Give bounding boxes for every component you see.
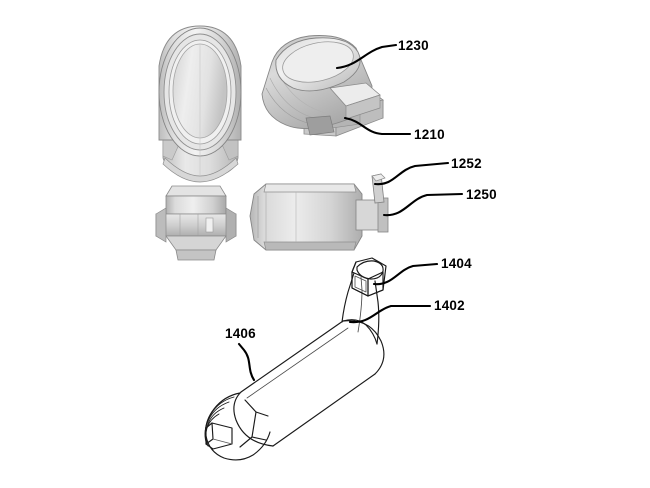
endcap-nipple-inner (212, 438, 233, 445)
part-mid-block (249, 173, 389, 251)
endcap-thread-ring-2 (204, 401, 230, 443)
connector-head-left-chamfer (351, 261, 357, 273)
neck-shaft-right-edge (374, 280, 380, 345)
leader-line-1402 (348, 304, 432, 324)
canister-upper-edge (240, 320, 344, 393)
endcap-facet-upper (239, 399, 257, 448)
connector-head-face-inner (354, 275, 367, 293)
ref-label-1406: 1406 (225, 326, 256, 341)
leader-line-1250 (382, 192, 464, 217)
fitting-lower-taper (165, 235, 227, 251)
leader-line-1210 (343, 116, 412, 136)
leader-line-1252 (373, 161, 450, 186)
fitting-flange (155, 213, 237, 237)
ref-label-1404: 1404 (441, 256, 472, 271)
leader-line-1404 (372, 262, 439, 286)
fitting-flange-key-slot (205, 217, 214, 233)
mid-block-bottom-rib (263, 241, 357, 251)
ref-label-1210: 1210 (414, 127, 445, 142)
fitting-flange-chamfer-left (155, 207, 167, 243)
endcap-collar-outer (205, 392, 271, 461)
housing-lower-tab (305, 115, 335, 136)
part-oval-shell-front-view (158, 25, 242, 183)
canister-near-end-ellipse (233, 391, 274, 447)
fitting-nose (175, 249, 217, 261)
mid-block-tab-flange-top (371, 173, 386, 182)
housing-right-pad-side (345, 94, 381, 120)
part-upper-perspective-housing (261, 35, 384, 137)
leader-line-1406 (237, 342, 256, 382)
part-lower-left-fitting (155, 185, 237, 261)
ref-label-1250: 1250 (466, 187, 497, 202)
mid-block-top-rib (263, 183, 357, 193)
endcap-facet-side (255, 411, 269, 417)
ref-label-1252: 1252 (451, 156, 482, 171)
fitting-upper-body (165, 195, 227, 215)
housing-top-dome-inner (282, 41, 354, 83)
leader-lines (237, 43, 464, 382)
leader-line-1230 (335, 43, 398, 70)
ref-label-1402: 1402 (434, 298, 465, 313)
canister-lower-edge (272, 373, 376, 447)
oval-shell-base-lower-lip (162, 157, 239, 183)
neck-shoulder-blend (342, 319, 378, 345)
fitting-flange-chamfer-right (225, 207, 237, 243)
canister-seam-line (246, 327, 349, 399)
mid-block-body (249, 183, 363, 251)
part-lower-assembly (204, 257, 387, 461)
reference-numeral-labels: 1230 1210 1252 1250 1404 1402 1406 (225, 38, 497, 341)
ref-label-1230: 1230 (398, 38, 429, 53)
neck-shaft-left-edge (341, 272, 355, 323)
endcap-facet-lower (251, 436, 267, 441)
connector-head-right-face (367, 271, 384, 297)
fitting-top-cap (165, 185, 227, 197)
